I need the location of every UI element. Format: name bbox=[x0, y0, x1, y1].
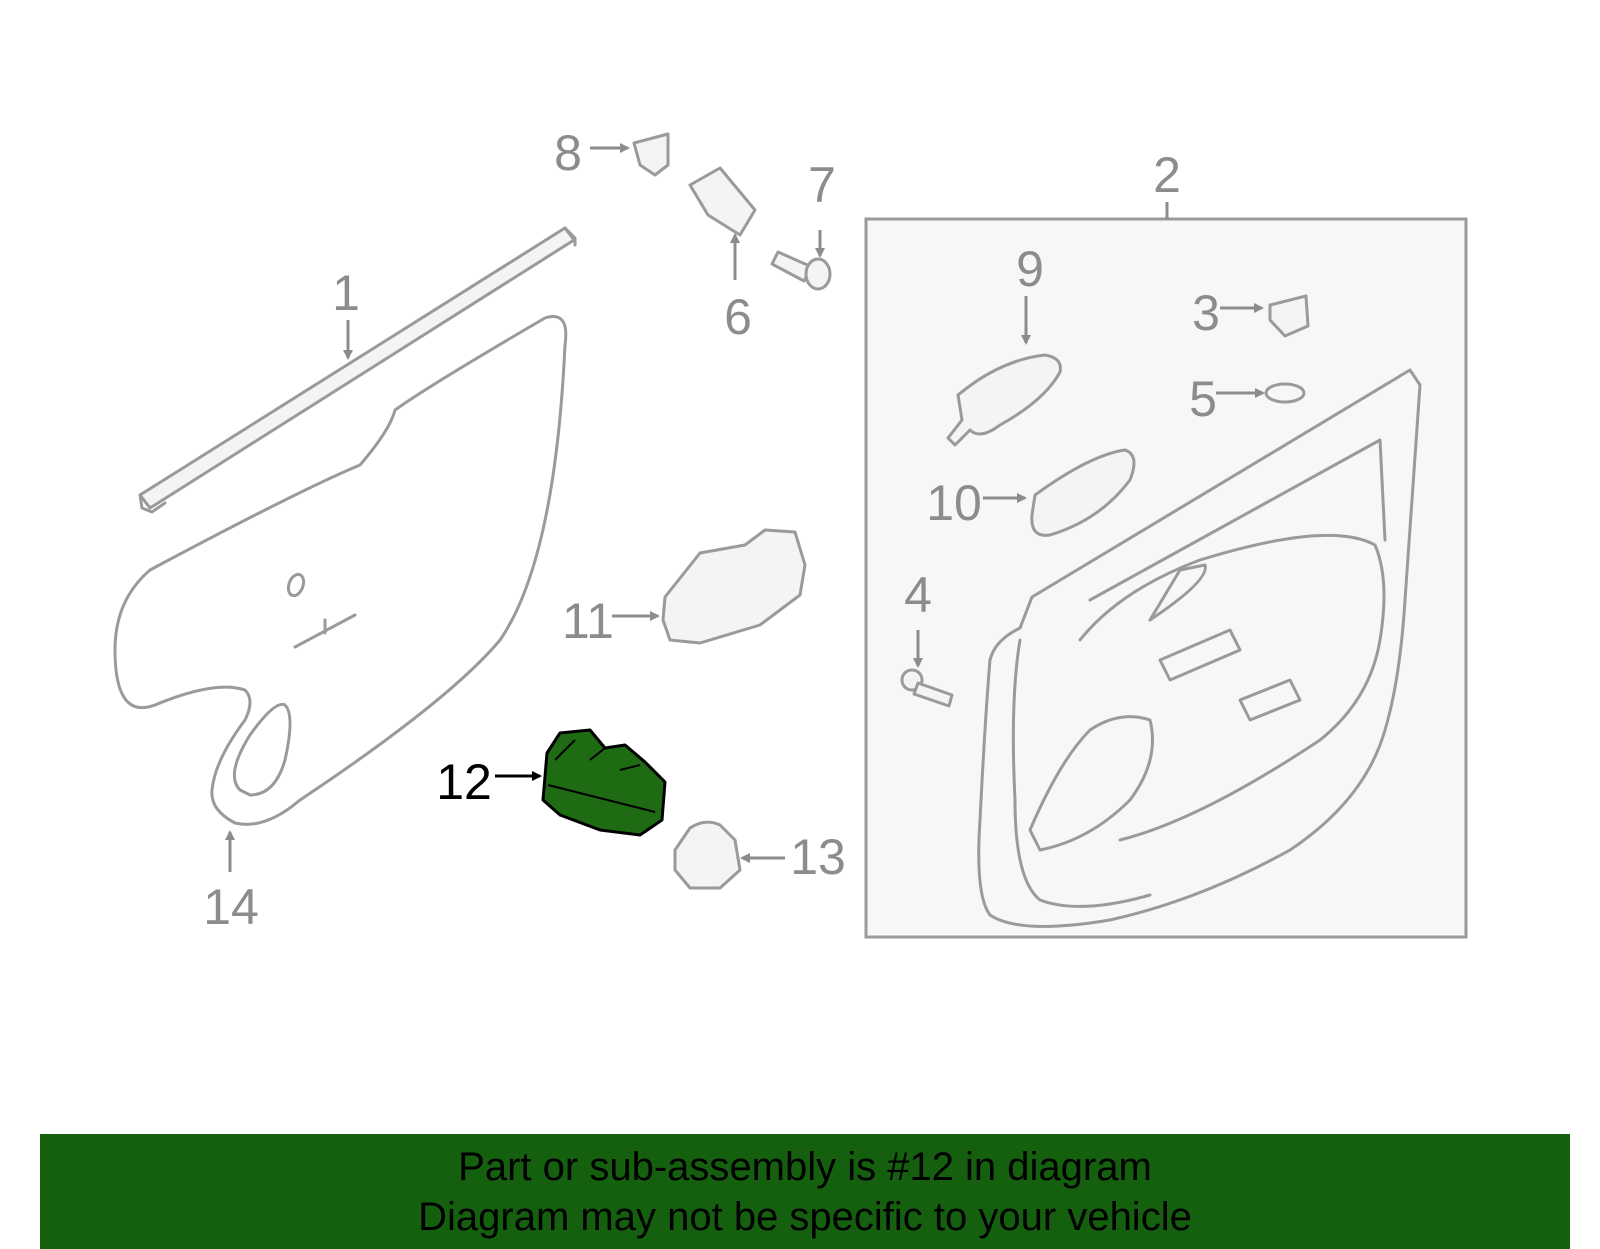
part-11-switch bbox=[661, 528, 807, 645]
callout-4: 4 bbox=[904, 567, 932, 623]
part-13-bezel bbox=[673, 820, 742, 890]
callout-10: 10 bbox=[926, 475, 982, 531]
part-6-bracket bbox=[688, 166, 757, 237]
callout-3: 3 bbox=[1192, 285, 1220, 341]
callout-7: 7 bbox=[808, 157, 836, 213]
callout-5: 5 bbox=[1189, 371, 1217, 427]
banner-line-disclaimer: Diagram may not be specific to your vehi… bbox=[418, 1194, 1192, 1239]
part-12-window-switch bbox=[541, 728, 667, 837]
part-10-inner-handle bbox=[1030, 448, 1136, 537]
callout-14: 14 bbox=[203, 879, 259, 935]
callout-11: 11 bbox=[562, 593, 614, 649]
part-8-clip bbox=[632, 132, 670, 177]
part-9-handle-bracket bbox=[946, 353, 1062, 447]
callout-9: 9 bbox=[1016, 241, 1044, 297]
callout-2: 2 bbox=[1153, 147, 1181, 203]
callout-6: 6 bbox=[724, 289, 752, 345]
callout-12: 12 bbox=[436, 754, 492, 810]
callout-13: 13 bbox=[790, 829, 846, 885]
banner-line-part: Part or sub-assembly is #12 in diagram bbox=[458, 1144, 1152, 1189]
part-2-trim-panel-box bbox=[864, 217, 1468, 939]
callout-8: 8 bbox=[554, 125, 582, 181]
info-banner: Part or sub-assembly is #12 in diagram D… bbox=[40, 1134, 1570, 1249]
callout-arrows bbox=[225, 143, 1265, 872]
part-5-ring bbox=[1264, 382, 1306, 404]
part-14-water-shield bbox=[113, 315, 568, 826]
callout-1: 1 bbox=[332, 265, 360, 321]
part-7-pin bbox=[770, 250, 832, 291]
part-1-belt-moulding bbox=[138, 226, 577, 514]
part-4-screw bbox=[900, 668, 954, 708]
part-3-clip bbox=[1268, 294, 1310, 338]
